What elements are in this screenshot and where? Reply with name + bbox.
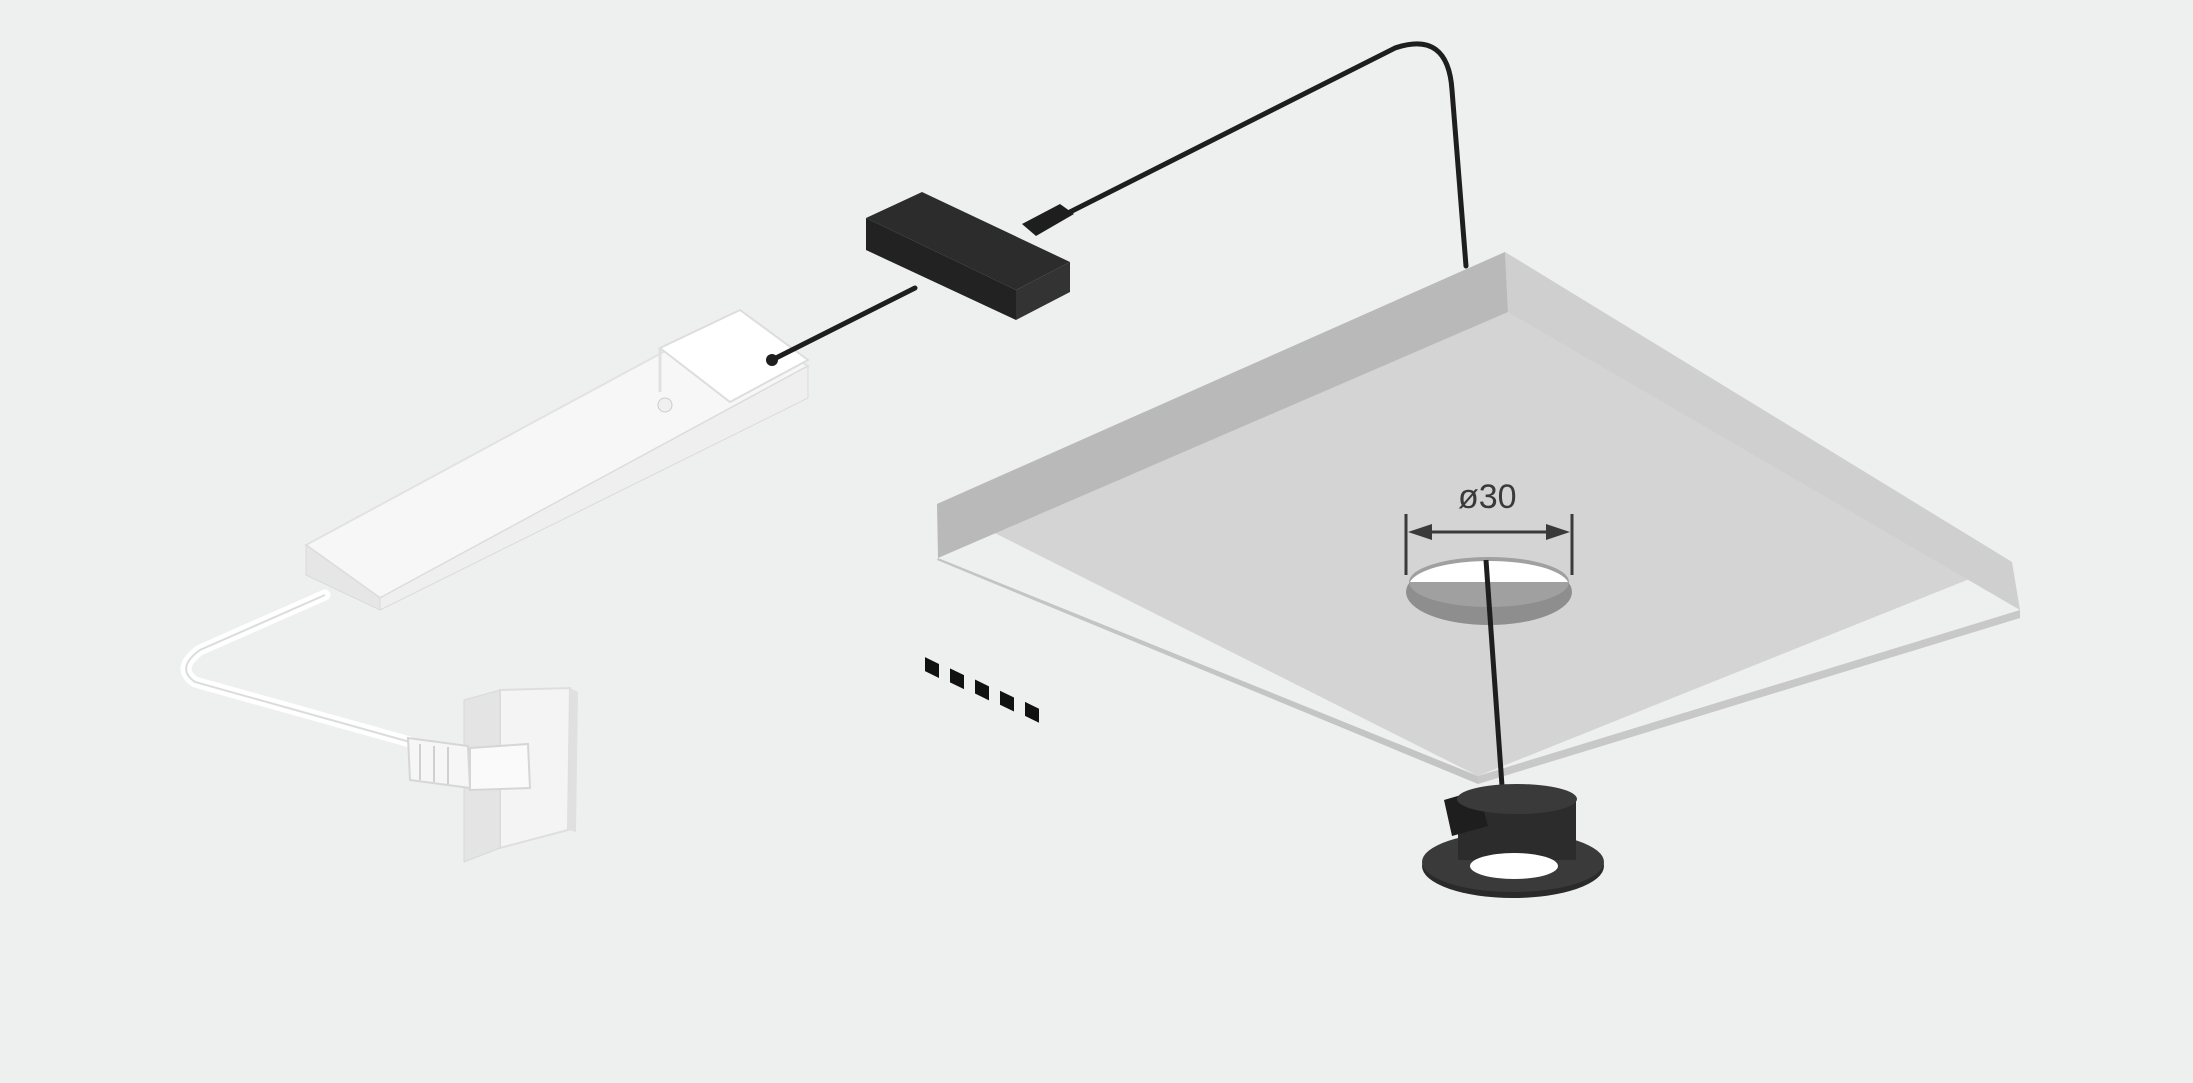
distributor-hub bbox=[866, 192, 1070, 723]
power-plug bbox=[180, 589, 532, 792]
led-driver bbox=[304, 308, 810, 611]
diameter-label: ø30 bbox=[1458, 478, 1517, 516]
spot-cable-upper bbox=[1067, 41, 1469, 269]
spot-cable-lower bbox=[1483, 559, 1506, 801]
driver-cable bbox=[769, 285, 918, 363]
recessed-spotlight bbox=[1422, 784, 1604, 898]
diameter-dimension bbox=[1404, 514, 1574, 575]
connector-plug bbox=[1022, 204, 1074, 236]
driver-cable-end bbox=[766, 354, 778, 366]
cabinet-panel bbox=[937, 252, 2020, 784]
